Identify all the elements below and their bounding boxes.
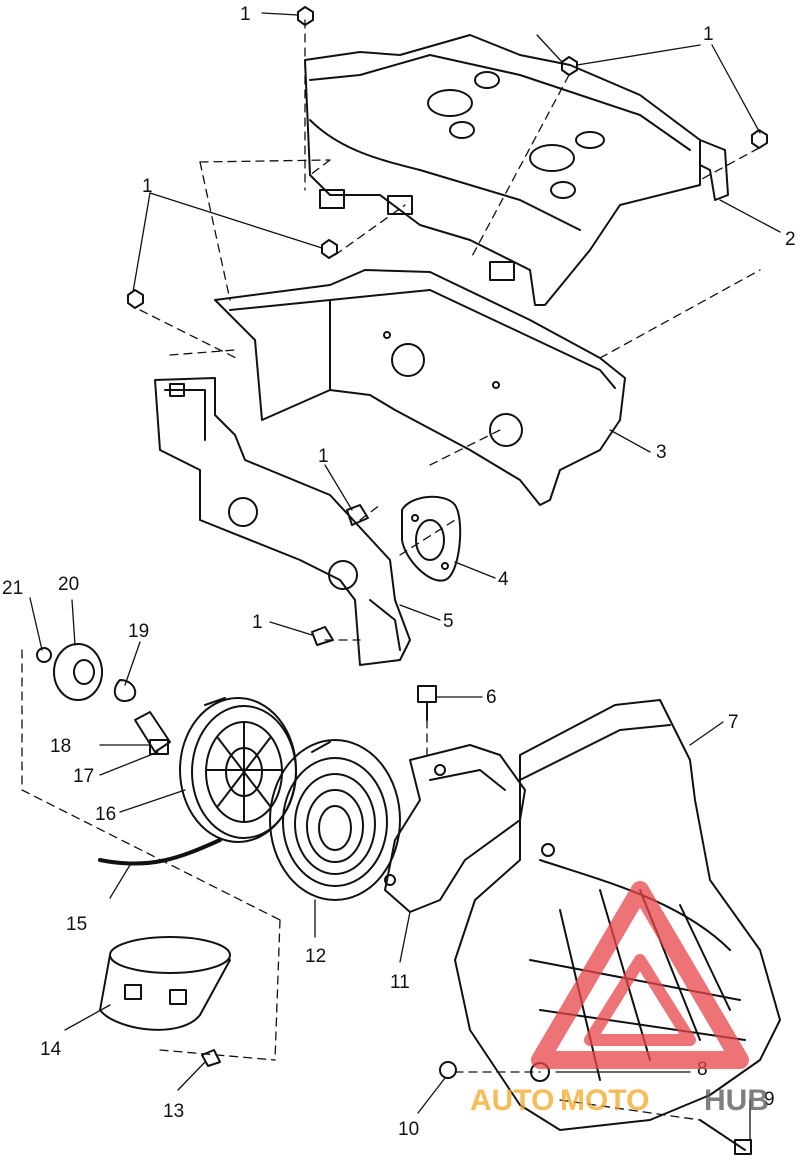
callout-1-lower: 1 (252, 612, 263, 633)
callout-14: 14 (40, 1039, 62, 1060)
callout-16: 16 (95, 804, 116, 825)
callout-3: 3 (656, 442, 667, 463)
callout-2: 2 (785, 229, 796, 250)
callout-10: 10 (398, 1119, 419, 1140)
callout-8: 8 (697, 1059, 708, 1080)
watermark-triangle (531, 881, 749, 1069)
front-bracket (154, 377, 411, 666)
callout-4: 4 (498, 569, 509, 590)
callout-6: 6 (486, 687, 497, 708)
callout-20: 20 (58, 574, 79, 595)
callout-18: 18 (50, 736, 71, 757)
watermark-text-auto: AUTO (470, 1084, 554, 1117)
callout-1-middle: 1 (318, 446, 329, 467)
leader-lines (29, 12, 781, 1141)
callout-7: 7 (728, 712, 739, 733)
upper-shroud (304, 34, 729, 306)
rope-pulley (179, 697, 297, 843)
callout-9: 9 (764, 1089, 775, 1110)
callout-15: 15 (66, 914, 87, 935)
watermark-text-hub: HUB (704, 1084, 769, 1117)
callout-19: 19 (128, 621, 149, 642)
callout-13: 13 (163, 1101, 184, 1122)
heat-shield (214, 269, 626, 506)
callout-1-left: 1 (142, 176, 153, 197)
callout-12: 12 (305, 946, 326, 967)
callout-1-right: 1 (703, 24, 714, 45)
alignment-lines (21, 19, 761, 1121)
callout-17: 17 (73, 766, 94, 787)
fasteners (127, 6, 768, 1155)
watermark-logo: AUTO MOTO HUB (470, 881, 769, 1117)
callout-11: 11 (390, 972, 410, 993)
callout-labels: 1 1 1 1 1 2 3 4 5 6 7 8 9 10 11 12 13 14… (2, 4, 796, 1140)
starter-rope (98, 838, 222, 866)
pawl-parts (36, 643, 171, 755)
starter-cup (99, 936, 231, 1031)
callout-1-top: 1 (240, 4, 251, 25)
callout-5: 5 (443, 611, 454, 632)
recoil-spring (269, 739, 401, 901)
gasket (401, 495, 462, 582)
callout-21: 21 (2, 578, 23, 599)
starter-bracket (384, 744, 526, 913)
watermark-text-moto: MOTO (560, 1084, 649, 1117)
